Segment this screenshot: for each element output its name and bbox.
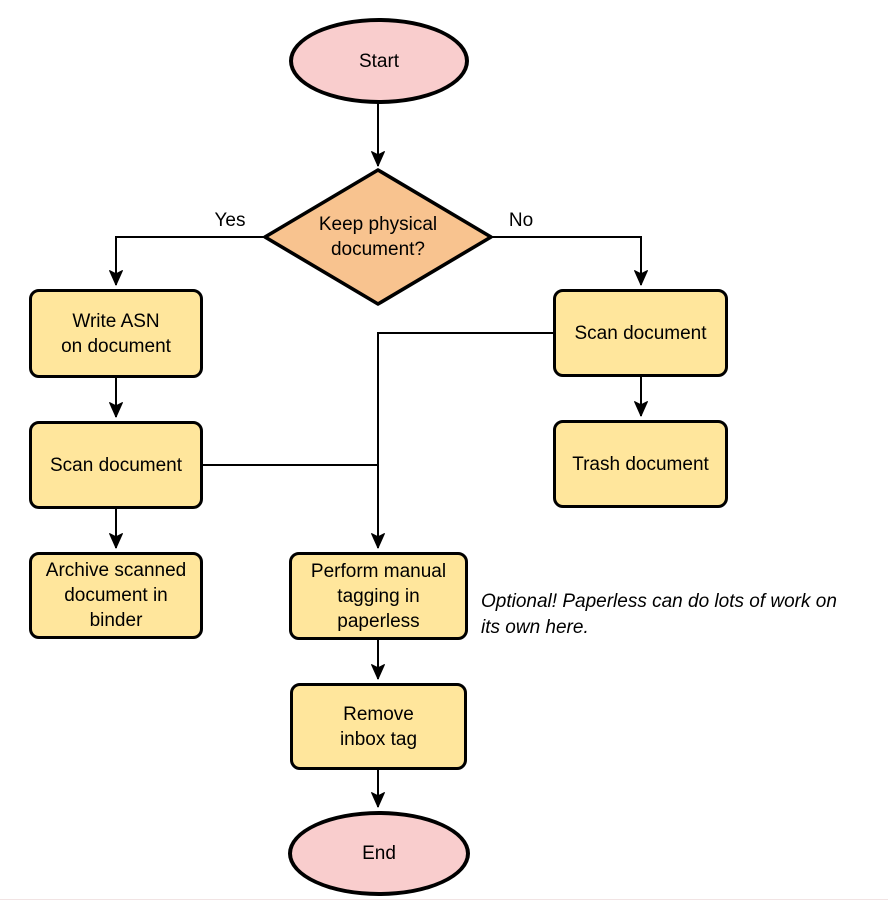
process-scan-document-right: Scan document xyxy=(553,289,728,377)
tagging-label-line2: tagging in xyxy=(337,585,420,607)
end-label: End xyxy=(362,843,396,864)
edge-decision-no-to-scan-right xyxy=(489,236,648,286)
annotation-line1: Optional! Paperless can do lots of work … xyxy=(481,591,837,612)
process-remove-inbox-tag: Remove inbox tag xyxy=(290,683,467,770)
decision-label-line2: document? xyxy=(330,239,425,260)
remove-inbox-label-line2: inbox tag xyxy=(339,728,418,750)
tagging-label-line3: paperless xyxy=(337,610,420,632)
edge-label-yes: Yes xyxy=(214,210,246,231)
process-trash-document: Trash document xyxy=(553,420,728,508)
process-manual-tagging: Perform manual tagging in paperless xyxy=(289,552,468,640)
process-archive-document: Archive scanned document in binder xyxy=(29,552,203,639)
archive-label-line2: document in xyxy=(64,585,168,606)
tagging-label-line1: Perform manual xyxy=(310,560,447,582)
write-asn-label-line1: Write ASN xyxy=(72,310,160,332)
decision-label-line1: Keep physical xyxy=(318,214,438,235)
remove-inbox-label-line1: Remove xyxy=(343,703,414,725)
start-node: Start xyxy=(289,18,469,104)
process-write-asn: Write ASN on document xyxy=(29,289,203,378)
scan-left-label: Scan document xyxy=(49,454,183,476)
decision-node: Keep physical document? xyxy=(265,170,491,304)
trash-label: Trash document xyxy=(572,453,709,475)
process-scan-document-left: Scan document xyxy=(29,421,203,509)
bottom-divider xyxy=(0,899,888,900)
edge-label-no: No xyxy=(508,210,534,231)
archive-label-line3: binder xyxy=(89,610,143,631)
write-asn-label-line2: on document xyxy=(61,335,171,357)
edge-decision-yes-to-write-asn xyxy=(109,236,267,286)
start-label: Start xyxy=(358,50,400,72)
annotation-line2: its own here. xyxy=(481,617,589,638)
scan-right-label: Scan document xyxy=(574,322,707,344)
end-node: End xyxy=(288,811,470,896)
optional-annotation: Optional! Paperless can do lots of work … xyxy=(481,589,837,641)
decision-diamond-shape xyxy=(263,168,493,306)
edge-scan-right-to-tagging xyxy=(371,332,553,549)
archive-label-line1: Archive scanned xyxy=(45,560,187,581)
